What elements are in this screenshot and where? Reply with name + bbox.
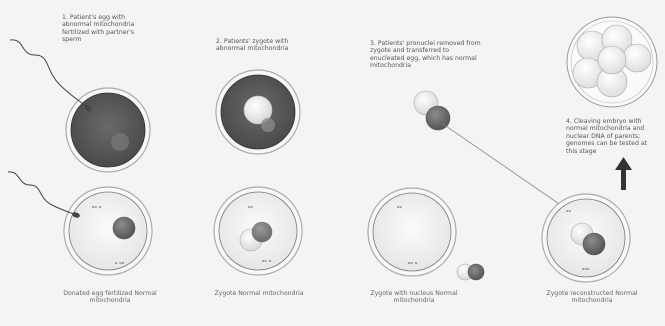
- zygote-2-abnormal: [216, 70, 300, 154]
- svg-text:ᵒ ᵒᵒ: ᵒ ᵒᵒ: [115, 261, 125, 268]
- enucleated-zygote: ᵒᵒ ᵒᵒ ᵒ: [368, 188, 456, 276]
- cleaving-embryo: [567, 17, 657, 107]
- step-4-label: 4. Cleaving embryo with normal mitochond…: [566, 118, 648, 155]
- reconstructed-zygote: ᵒᵒ ᵒᵒᵒ: [542, 194, 630, 282]
- caption-2: Zygote Normal mitochondria: [214, 290, 304, 297]
- extracted-pronuclei: [457, 264, 484, 280]
- svg-text:ᵒᵒ: ᵒᵒ: [397, 205, 402, 212]
- step-2-label: 2. Patients' zygote with abnormal mitoch…: [216, 38, 316, 53]
- step-3-label: 3. Patients' pronuclei removed from zygo…: [370, 40, 482, 70]
- step-1-label: 1. Patient's egg with abnormal mitochond…: [62, 14, 148, 44]
- caption-3: Zygote with nucleus Normal mitochondria: [364, 290, 464, 304]
- svg-text:ᵒᵒ: ᵒᵒ: [248, 205, 253, 212]
- svg-text:ᵒᵒᵒ: ᵒᵒᵒ: [582, 267, 590, 274]
- caption-4: Zygote reconstructed Normal mitochondria: [542, 290, 642, 304]
- donated-egg: ᵒᵒ ᵒ ᵒ ᵒᵒ: [64, 187, 152, 275]
- removed-pronuclei: [414, 91, 450, 130]
- sperm-2-icon: [8, 172, 74, 214]
- svg-text:ᵒᵒ ᵒ: ᵒᵒ ᵒ: [92, 205, 102, 212]
- up-arrow-icon: [615, 157, 632, 190]
- svg-text:ᵒᵒ: ᵒᵒ: [566, 209, 571, 216]
- caption-1: Donated egg fertilized Normal mitochondr…: [60, 290, 160, 304]
- sperm-1-icon: [10, 40, 86, 106]
- svg-text:ᵒᵒ ᵒ: ᵒᵒ ᵒ: [262, 259, 272, 266]
- svg-text:ᵒᵒ ᵒ: ᵒᵒ ᵒ: [408, 261, 418, 268]
- donor-zygote: ᵒᵒ ᵒᵒ ᵒ: [214, 187, 302, 275]
- transfer-line: [443, 124, 568, 210]
